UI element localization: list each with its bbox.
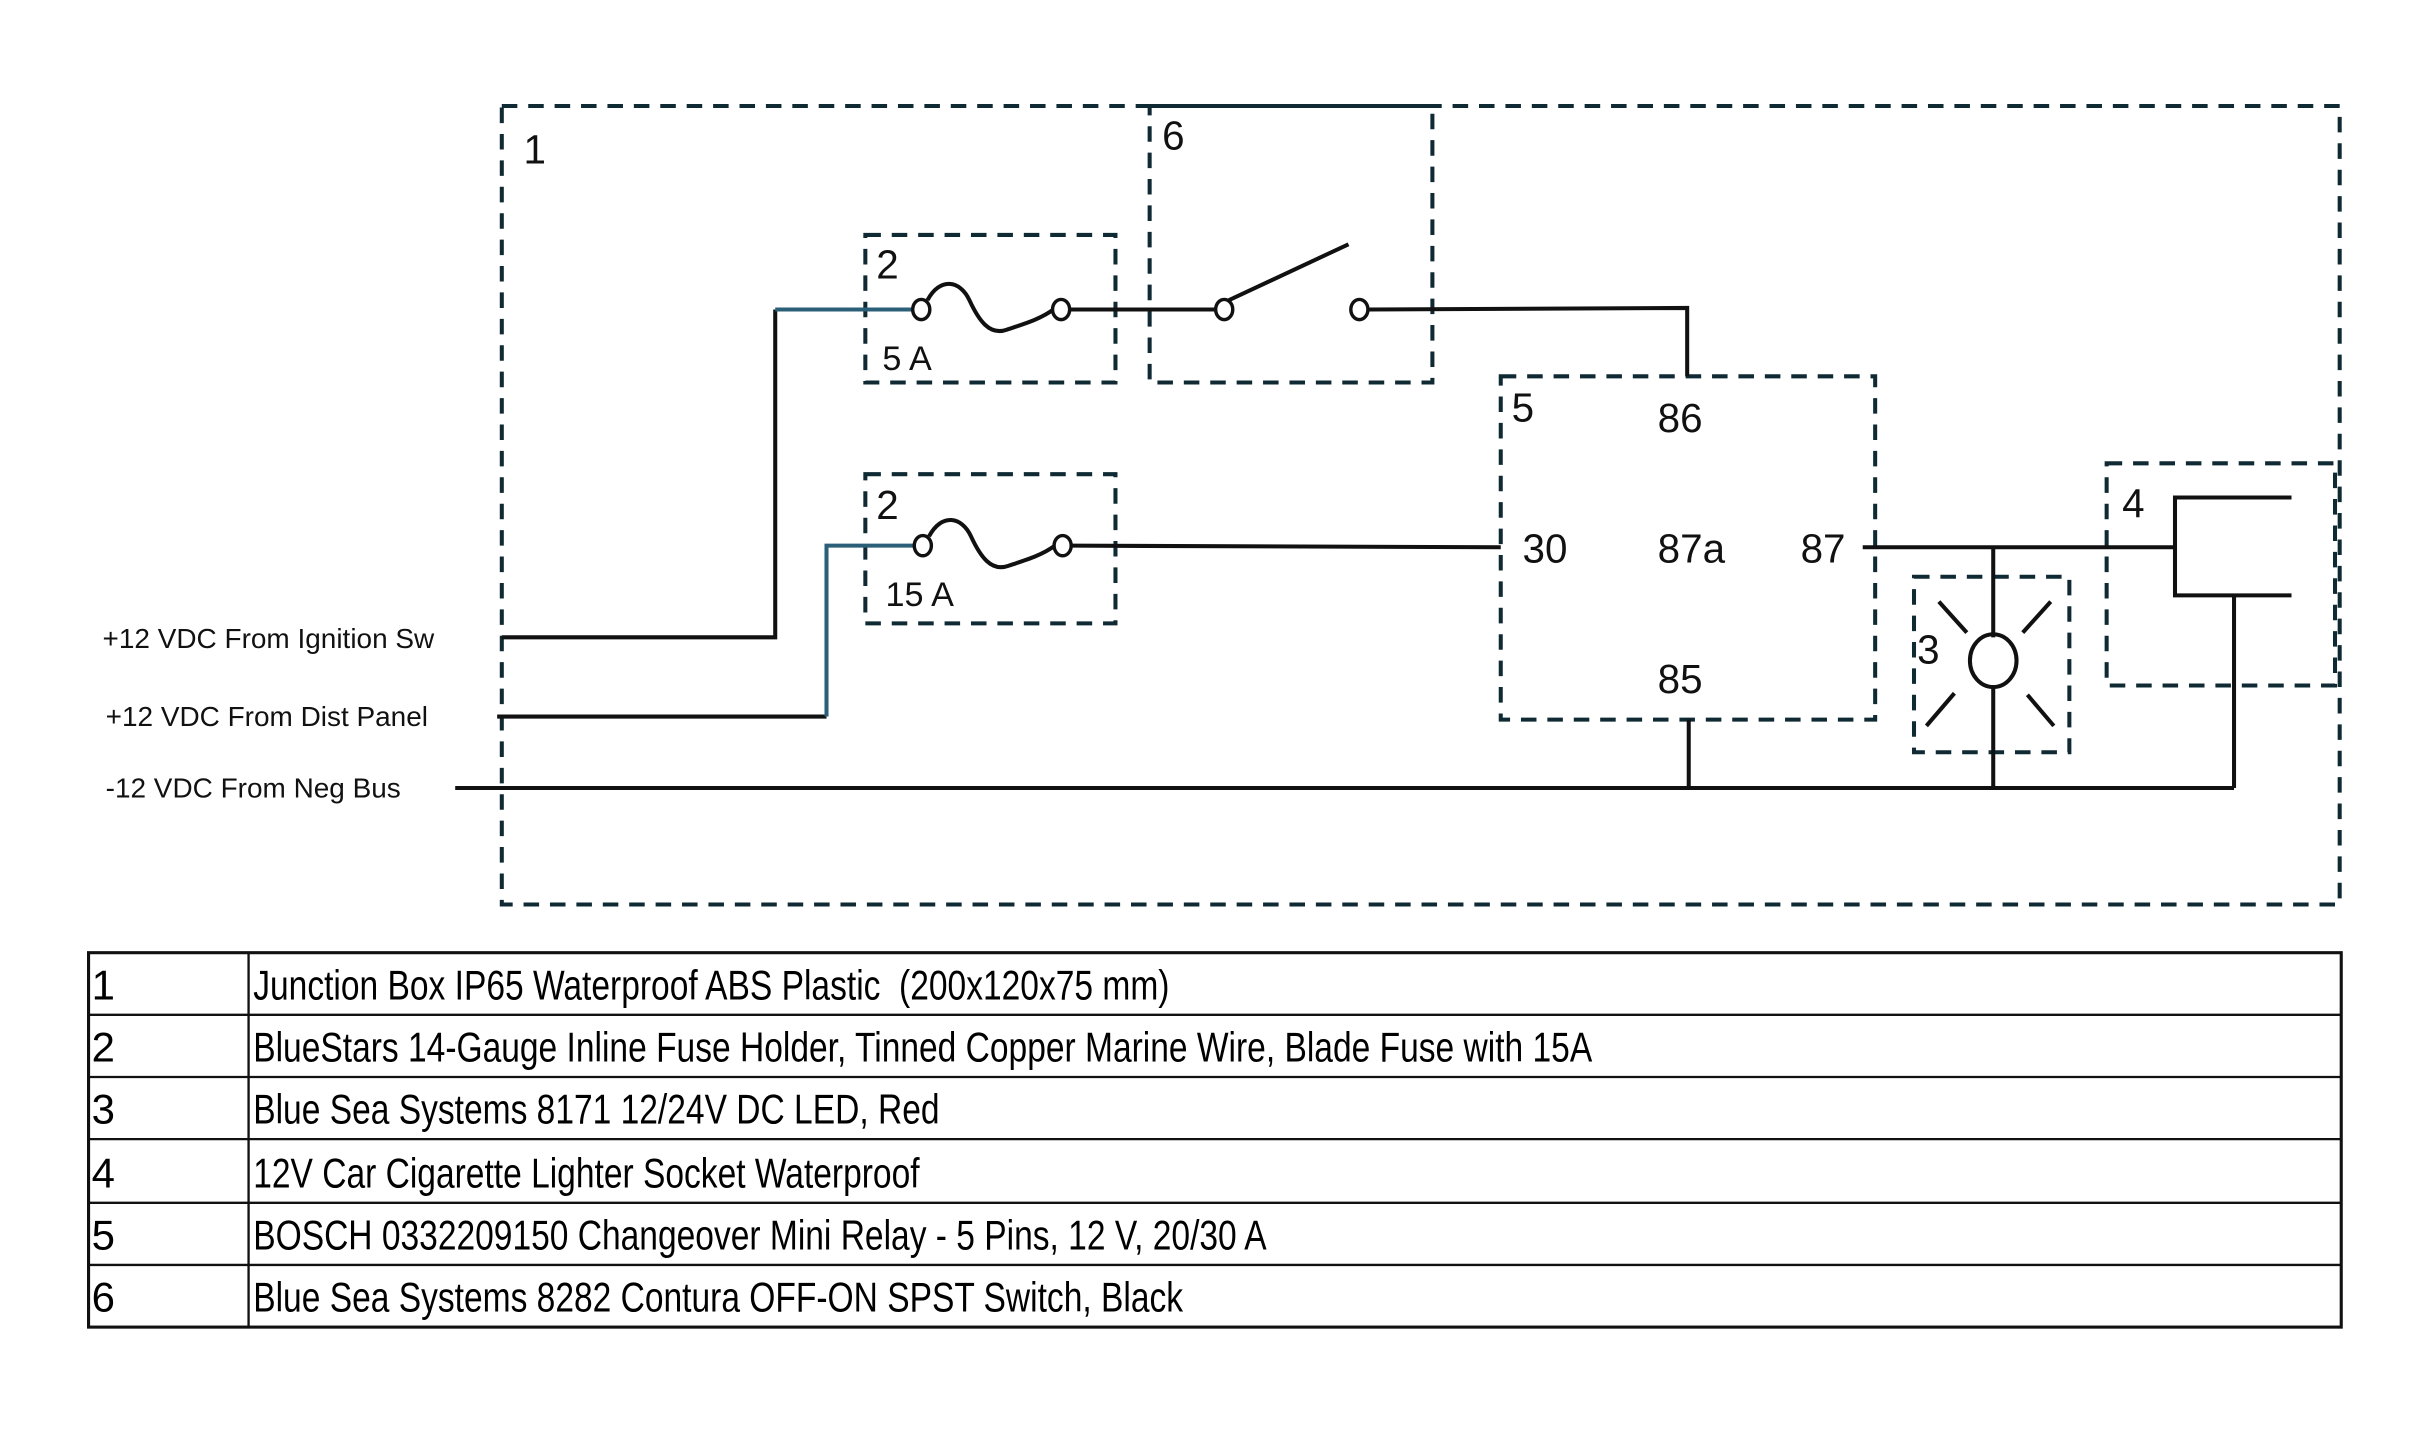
table-cell-description: Blue Sea Systems 8171 12/24V DC LED, Red bbox=[253, 1086, 939, 1133]
table-cell-ref: 4 bbox=[92, 1149, 115, 1196]
table-row: 5 BOSCH 0332209150 Changeover Mini Relay… bbox=[92, 1211, 1267, 1258]
source-ignition-label: +12 VDC From Ignition Sw bbox=[103, 623, 435, 654]
fuse-top-terminal-left bbox=[911, 297, 932, 322]
fuse-bottom-terminal-left bbox=[912, 533, 934, 558]
table-cell-ref: 5 bbox=[92, 1211, 115, 1258]
table-row: 3 Blue Sea Systems 8171 12/24V DC LED, R… bbox=[92, 1086, 940, 1133]
switch-outline bbox=[1147, 103, 1435, 385]
led-rays-icon bbox=[1924, 600, 2056, 728]
relay-ref: 5 bbox=[1512, 384, 1534, 430]
switch-lever-icon bbox=[1228, 242, 1350, 303]
relay-pin-86: 86 bbox=[1658, 395, 1703, 441]
fuse-bottom-rating: 15 A bbox=[886, 576, 955, 614]
fuse-top-ref: 2 bbox=[876, 241, 898, 287]
fuse-bottom-ref: 2 bbox=[876, 482, 898, 528]
led-lamp-icon bbox=[1967, 632, 2019, 690]
fuse-bottom-outline bbox=[863, 472, 1118, 626]
source-neg-bus-label: -12 VDC From Neg Bus bbox=[106, 772, 401, 803]
parts-table: 1 Junction Box IP65 Waterproof ABS Plast… bbox=[87, 951, 2343, 1329]
fuse-top-rating: 5 A bbox=[882, 340, 932, 378]
switch-terminal-right bbox=[1349, 297, 1370, 322]
junction-box-ref: 1 bbox=[524, 126, 546, 172]
relay-pin-87: 87 bbox=[1801, 526, 1846, 572]
relay-pin-87a: 87a bbox=[1658, 526, 1726, 572]
table-row: 1 Junction Box IP65 Waterproof ABS Plast… bbox=[92, 961, 1170, 1008]
table-cell-ref: 2 bbox=[92, 1023, 115, 1070]
table-cell-description: 12V Car Cigarette Lighter Socket Waterpr… bbox=[253, 1149, 920, 1196]
table-cell-ref: 3 bbox=[92, 1086, 115, 1133]
table-cell-ref: 6 bbox=[92, 1274, 115, 1321]
relay-pin-30: 30 bbox=[1522, 526, 1567, 572]
table-cell-description: BOSCH 0332209150 Changeover Mini Relay -… bbox=[253, 1211, 1266, 1258]
fuse-bottom-element-icon bbox=[927, 518, 1057, 570]
table-row: 4 12V Car Cigarette Lighter Socket Water… bbox=[92, 1149, 920, 1196]
source-dist-panel-label: +12 VDC From Dist Panel bbox=[106, 701, 428, 732]
wire-ignition bbox=[501, 309, 778, 640]
table-cell-description: BlueStars 14-Gauge Inline Fuse Holder, T… bbox=[253, 1023, 1592, 1070]
wire-switch-to-relay-86 bbox=[1368, 305, 1690, 377]
junction-box-outline bbox=[499, 103, 2342, 907]
switch-ref: 6 bbox=[1162, 112, 1184, 158]
wire-dist-panel-blue bbox=[824, 543, 914, 717]
table-row: 2 BlueStars 14-Gauge Inline Fuse Holder,… bbox=[92, 1023, 1593, 1070]
fuse-top-terminal-right bbox=[1050, 297, 1072, 322]
table-cell-description: Junction Box IP65 Waterproof ABS Plastic… bbox=[253, 961, 1169, 1008]
table-row: 6 Blue Sea Systems 8282 Contura OFF-ON S… bbox=[92, 1274, 1184, 1321]
led-ref: 3 bbox=[1917, 627, 1939, 673]
socket-ref: 4 bbox=[2122, 481, 2144, 527]
table-cell-description: Blue Sea Systems 8282 Contura OFF-ON SPS… bbox=[253, 1274, 1184, 1321]
fuse-bottom-terminal-right bbox=[1052, 533, 1073, 558]
socket-outline bbox=[2104, 461, 2338, 688]
relay-pin-85: 85 bbox=[1658, 656, 1703, 702]
switch-terminal-left bbox=[1213, 297, 1235, 322]
wire-fuse-to-relay-30 bbox=[1071, 543, 1501, 550]
table-cell-ref: 1 bbox=[92, 961, 115, 1008]
fuse-top-element-icon bbox=[925, 281, 1055, 334]
socket-contact-icon bbox=[2172, 495, 2292, 598]
